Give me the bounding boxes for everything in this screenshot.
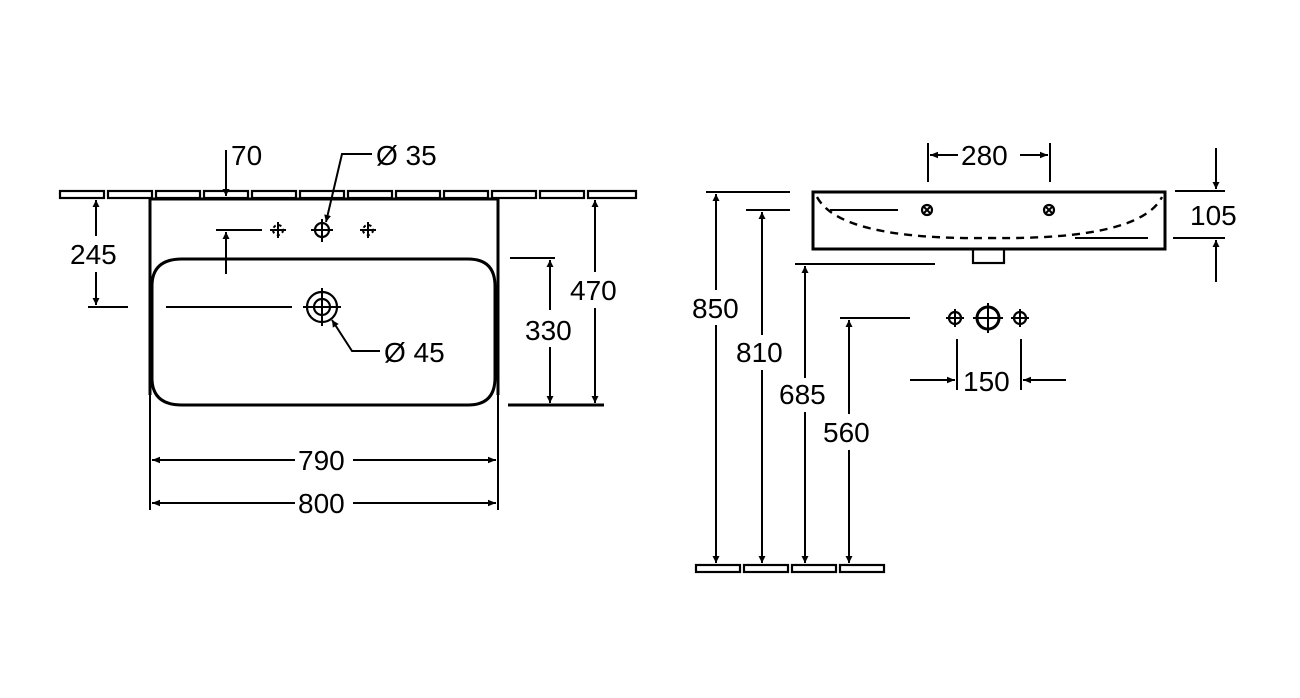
waste-outlet-icon <box>303 288 341 326</box>
dim-total-depth: 470 <box>570 275 617 306</box>
dim-rim-height: 850 <box>692 293 739 324</box>
dim-overflow-height: 810 <box>736 337 783 368</box>
dim-waste-diameter: Ø 45 <box>384 337 445 368</box>
dim-total-width: 800 <box>298 488 345 519</box>
bowl-outline <box>150 257 497 407</box>
side-view: 280 105 850 810 685 <box>692 140 1237 574</box>
dim-bowl-width: 790 <box>298 445 345 476</box>
basin-outline <box>148 197 500 395</box>
dim-tap-hole-diameter: Ø 35 <box>376 140 437 171</box>
dim-supply-spacing: 150 <box>963 366 1010 397</box>
dim-bowl-depth: 330 <box>525 315 572 346</box>
dim-tap-hole-offset: 70 <box>231 140 262 171</box>
dim-tap-spacing: 280 <box>961 140 1008 171</box>
supply-center-icon <box>973 303 1003 333</box>
tap-hole-right-icon <box>360 222 376 238</box>
overflow-hole-right-icon <box>1042 203 1056 217</box>
floor-tiles <box>694 563 886 574</box>
waste-spigot <box>971 247 1006 265</box>
dim-supply-height: 560 <box>823 417 870 448</box>
supply-right-icon <box>1011 309 1029 327</box>
dim-waste-outlet-height: 685 <box>779 379 826 410</box>
tap-hole-center-icon <box>311 219 333 242</box>
overflow-hole-left-icon <box>920 203 934 217</box>
wall-tiles <box>58 189 638 200</box>
front-view: 70 Ø 35 Ø 45 245 330 470 790 800 <box>58 140 638 519</box>
dim-basin-height: 105 <box>1190 200 1237 231</box>
dim-waste-height: 245 <box>70 239 117 270</box>
tap-hole-left-icon <box>270 222 286 238</box>
basin-side-outline <box>811 190 1167 251</box>
supply-left-icon <box>946 309 964 327</box>
